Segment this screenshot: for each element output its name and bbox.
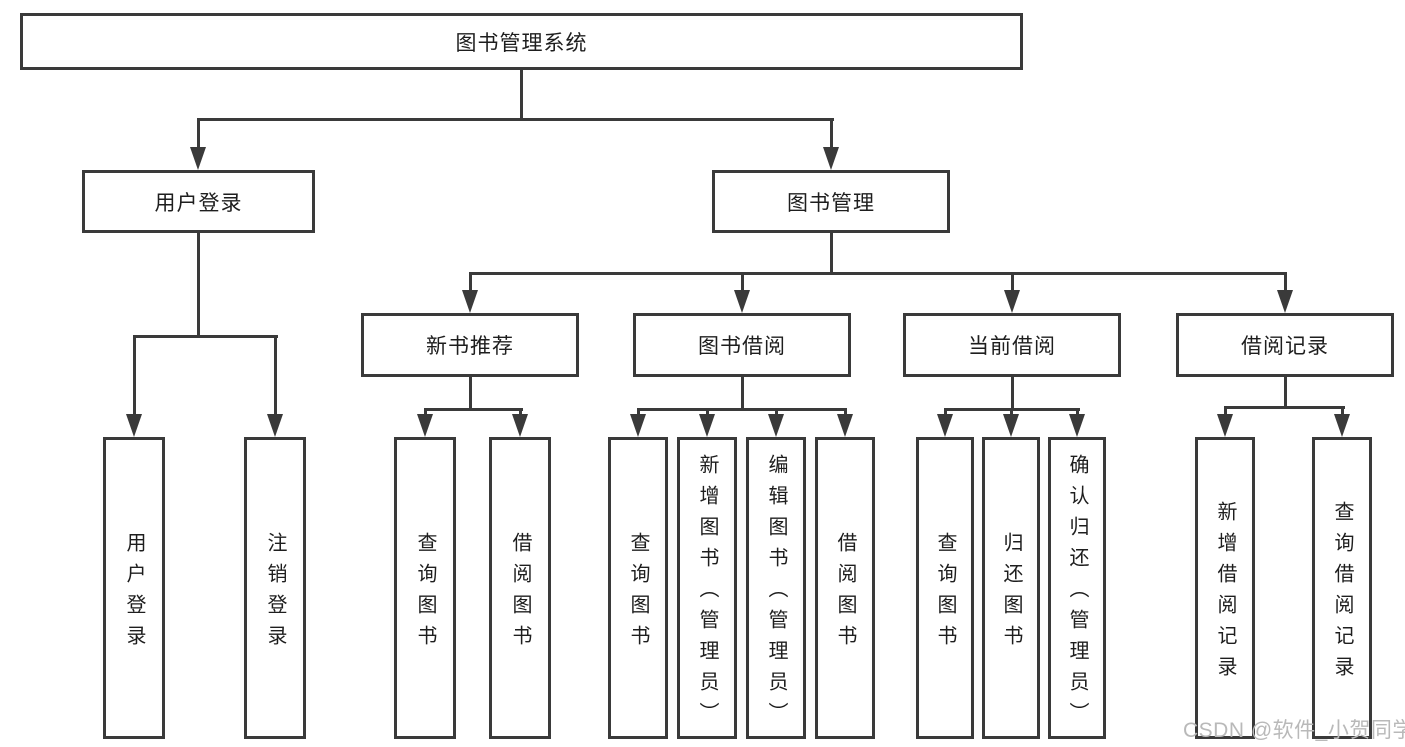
- leaf-borrowing-borrow-books: 借阅图书: [815, 437, 875, 739]
- connector-stem: [706, 408, 709, 416]
- arrow-down-icon: [699, 414, 715, 437]
- arrow-down-icon: [267, 414, 283, 437]
- connector-root-stem: [520, 70, 523, 118]
- connector-stem: [1341, 406, 1344, 416]
- leaf-label: 新增图书（管理员）: [696, 454, 718, 733]
- leaf-recommend-query-books: 查询图书: [394, 437, 456, 739]
- leaf-borrowing-edit-books-admin: 编辑图书（管理员）: [746, 437, 806, 739]
- connector-current-stem: [1011, 377, 1014, 410]
- connector-userlogin-hline: [133, 335, 278, 338]
- leaf-label: 查询图书: [627, 531, 649, 656]
- arrow-down-icon: [630, 414, 646, 437]
- connector-root-hline: [197, 118, 834, 121]
- connector-stem: [830, 118, 833, 149]
- leaf-current-confirm-return-admin: 确认归还（管理员）: [1048, 437, 1106, 739]
- connector-stem: [469, 272, 472, 293]
- arrow-down-icon: [1277, 290, 1293, 313]
- connector-userlogin-stem: [197, 233, 200, 338]
- node-label: 图书管理系统: [455, 31, 588, 55]
- leaf-label: 查询借阅记录: [1331, 500, 1353, 687]
- connector-recommend-stem: [469, 377, 472, 410]
- connector-borrowing-hline: [637, 408, 847, 411]
- node-new-book-recommendation: 新书推荐: [361, 313, 579, 377]
- arrow-down-icon: [937, 414, 953, 437]
- connector-stem: [519, 408, 522, 416]
- node-label: 借阅记录: [1241, 335, 1329, 358]
- leaf-label: 归还图书: [1000, 531, 1022, 656]
- arrow-down-icon: [462, 290, 478, 313]
- arrow-down-icon: [823, 147, 839, 170]
- node-label: 图书管理: [787, 191, 875, 215]
- arrow-down-icon: [512, 414, 528, 437]
- leaf-records-query-record: 查询借阅记录: [1312, 437, 1372, 739]
- leaf-label: 查询图书: [934, 531, 956, 656]
- connector-stem: [274, 335, 277, 416]
- connector-records-stem: [1284, 377, 1287, 408]
- leaf-records-add-record: 新增借阅记录: [1195, 437, 1255, 739]
- leaf-user-login: 用户登录: [103, 437, 165, 739]
- connector-bookmgmt-stem: [830, 233, 833, 275]
- connector-stem: [1011, 272, 1014, 293]
- arrow-down-icon: [126, 414, 142, 437]
- arrow-down-icon: [837, 414, 853, 437]
- connector-bookmgmt-hline: [469, 272, 1287, 275]
- leaf-label: 借阅图书: [509, 531, 531, 656]
- leaf-logout: 注销登录: [244, 437, 306, 739]
- connector-stem: [844, 408, 847, 416]
- connector-stem: [1076, 408, 1079, 416]
- connector-stem: [775, 408, 778, 416]
- connector-stem: [197, 118, 200, 149]
- connector-stem: [1010, 408, 1013, 416]
- arrow-down-icon: [1334, 414, 1350, 437]
- connector-stem: [1284, 272, 1287, 293]
- leaf-borrowing-query-books: 查询图书: [608, 437, 668, 739]
- arrow-down-icon: [417, 414, 433, 437]
- node-label: 新书推荐: [426, 335, 514, 358]
- connector-stem: [424, 408, 427, 416]
- connector-stem: [1224, 406, 1227, 416]
- arrow-down-icon: [768, 414, 784, 437]
- node-label: 当前借阅: [968, 335, 1056, 358]
- node-borrowing-records: 借阅记录: [1176, 313, 1394, 377]
- node-current-borrowing: 当前借阅: [903, 313, 1121, 377]
- leaf-label: 编辑图书（管理员）: [765, 454, 787, 733]
- node-book-management: 图书管理: [712, 170, 950, 233]
- node-library-system: 图书管理系统: [20, 13, 1023, 70]
- arrow-down-icon: [190, 147, 206, 170]
- leaf-borrowing-add-books-admin: 新增图书（管理员）: [677, 437, 737, 739]
- leaf-label: 新增借阅记录: [1214, 500, 1236, 687]
- leaf-label: 用户登录: [123, 531, 145, 656]
- connector-stem: [133, 335, 136, 416]
- arrow-down-icon: [734, 290, 750, 313]
- connector-recommend-hline: [424, 408, 523, 411]
- arrow-down-icon: [1069, 414, 1085, 437]
- node-label: 用户登录: [154, 191, 243, 215]
- connector-records-hline: [1224, 406, 1345, 409]
- node-label: 图书借阅: [698, 335, 786, 358]
- leaf-label: 查询图书: [414, 531, 436, 656]
- leaf-current-return-books: 归还图书: [982, 437, 1040, 739]
- arrow-down-icon: [1003, 414, 1019, 437]
- connector-stem: [741, 272, 744, 293]
- leaf-label: 确认归还（管理员）: [1066, 454, 1088, 733]
- leaf-current-query-books: 查询图书: [916, 437, 974, 739]
- connector-stem: [944, 408, 947, 416]
- csdn-watermark: CSDN @软件_小贺同学: [1183, 719, 1405, 742]
- leaf-label: 注销登录: [264, 531, 286, 656]
- connector-stem: [637, 408, 640, 416]
- connector-borrowing-stem: [741, 377, 744, 410]
- node-book-borrowing: 图书借阅: [633, 313, 851, 377]
- arrow-down-icon: [1217, 414, 1233, 437]
- leaf-recommend-borrow-books: 借阅图书: [489, 437, 551, 739]
- arrow-down-icon: [1004, 290, 1020, 313]
- node-user-login: 用户登录: [82, 170, 315, 233]
- leaf-label: 借阅图书: [834, 531, 856, 656]
